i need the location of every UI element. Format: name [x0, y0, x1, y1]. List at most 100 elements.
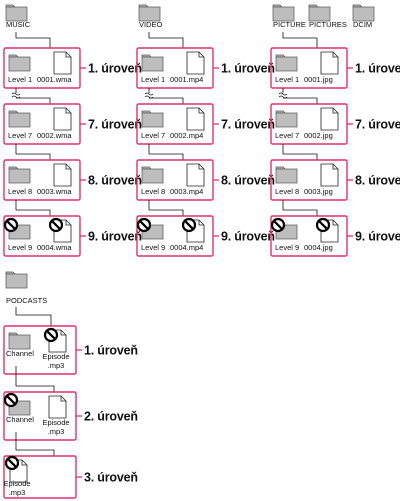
file-label: 0003.jpg: [304, 187, 333, 196]
folder-icon: [8, 110, 31, 128]
folder-label: Level 9: [8, 243, 32, 252]
blocked-icon: [181, 217, 197, 233]
file-label: Episode: [3, 479, 30, 488]
level-label: 7. úroveň: [221, 118, 275, 132]
file-icon: [186, 51, 205, 75]
folder-label: Level 9: [275, 243, 299, 252]
file-label: 0001.wma: [37, 75, 72, 84]
level-box: Level 9 0004.mp4 9. úroveň: [136, 215, 275, 257]
blocked-icon: [4, 455, 20, 471]
folder-label: Level 1: [275, 75, 299, 84]
blocked-icon: [270, 217, 286, 233]
level-label: 8. úroveň: [355, 174, 400, 188]
blocked-icon: [315, 217, 331, 233]
level-label: 1. úroveň: [355, 62, 400, 76]
level-label: 9. úroveň: [221, 230, 275, 244]
folder-icon: [141, 110, 164, 128]
file-icon: [186, 163, 205, 187]
level-box: Level 9 0004.wma 9. úroveň: [3, 215, 142, 257]
file-icon: [48, 395, 67, 419]
folder-icon: [8, 332, 31, 350]
root-folder-label: PICTURES: [309, 20, 347, 29]
level-label: 2. úroveň: [84, 410, 138, 424]
folder-icon: [275, 166, 298, 184]
file-icon: [53, 51, 72, 75]
folder-label: Level 8: [8, 187, 32, 196]
file-label: .mp3: [48, 361, 65, 370]
folder-icon: [8, 166, 31, 184]
level-label: 9. úroveň: [88, 230, 142, 244]
file-icon: [320, 51, 339, 75]
level-box: Level 1 0001.mp4 1. úroveň: [136, 47, 275, 89]
root-folder-label: DCIM: [353, 20, 372, 29]
file-label: 0002.wma: [37, 131, 72, 140]
level-label: 3. úroveň: [84, 471, 138, 485]
folder-icon: [352, 4, 375, 22]
folder-icon: [275, 54, 298, 72]
level-label: 7. úroveň: [355, 118, 400, 132]
file-label: 0002.jpg: [304, 131, 333, 140]
folder-icon: [5, 4, 28, 22]
file-icon: [320, 107, 339, 131]
root-folder-label: VIDEO: [139, 20, 163, 29]
folder-icon: [141, 54, 164, 72]
folder-icon: [141, 166, 164, 184]
folder-label: Level 7: [275, 131, 299, 140]
file-label: .mp3: [48, 427, 65, 436]
folder-icon: [138, 4, 161, 22]
level-box: Level 1 0001.wma 1. úroveň: [3, 47, 142, 89]
level-label: 1. úroveň: [84, 344, 138, 358]
file-label: 0002.mp4: [170, 131, 203, 140]
level-label: 8. úroveň: [88, 174, 142, 188]
file-label: 0001.jpg: [304, 75, 333, 84]
level-label: 8. úroveň: [221, 174, 275, 188]
file-label: 0003.mp4: [170, 187, 203, 196]
level-box: Level 1 0001.jpg 1. úroveň: [270, 47, 400, 89]
root-folder-label: PODCASTS: [6, 296, 47, 305]
folder-icon: [8, 54, 31, 72]
level-label: 9. úroveň: [355, 230, 400, 244]
level-box: Channel Episode.mp3 2. úroveň: [3, 391, 138, 441]
level-box: Level 8 0003.wma 8. úroveň: [3, 159, 142, 201]
root-folder-label: PICTURE: [273, 20, 306, 29]
folder-label: Channel: [6, 349, 34, 358]
file-label: Episode: [42, 418, 69, 427]
folder-label: Level 7: [141, 131, 165, 140]
file-icon: [53, 163, 72, 187]
level-box: Level 7 0002.jpg 7. úroveň: [270, 103, 400, 145]
level-label: 1. úroveň: [221, 62, 275, 76]
file-label: 0001.mp4: [170, 75, 203, 84]
level-box: Level 7 0002.mp4 7. úroveň: [136, 103, 275, 145]
folder-icon: [275, 110, 298, 128]
folder-icon: [308, 4, 331, 22]
level-label: 1. úroveň: [88, 62, 142, 76]
folder-label: Level 1: [8, 75, 32, 84]
folder-label: Channel: [6, 415, 34, 424]
root-folder-label: MUSIC: [6, 20, 31, 29]
blocked-icon: [3, 392, 19, 408]
file-label: 0004.wma: [37, 243, 72, 252]
file-icon: [320, 163, 339, 187]
folder-icon: [272, 4, 295, 22]
blocked-icon: [43, 327, 59, 343]
level-box: Episode.mp3 3. úroveň: [3, 455, 138, 499]
blocked-icon: [136, 217, 152, 233]
file-label: 0004.mp4: [170, 243, 203, 252]
file-label: 0003.wma: [37, 187, 72, 196]
level-box: Channel Episode.mp3 1. úroveň: [3, 325, 138, 375]
folder-icon: [5, 271, 28, 289]
folder-label: Level 1: [141, 75, 165, 84]
folder-label: Level 9: [141, 243, 165, 252]
file-label: Episode: [42, 352, 69, 361]
file-label: .mp3: [9, 488, 26, 497]
blocked-icon: [48, 217, 64, 233]
blocked-icon: [3, 217, 19, 233]
